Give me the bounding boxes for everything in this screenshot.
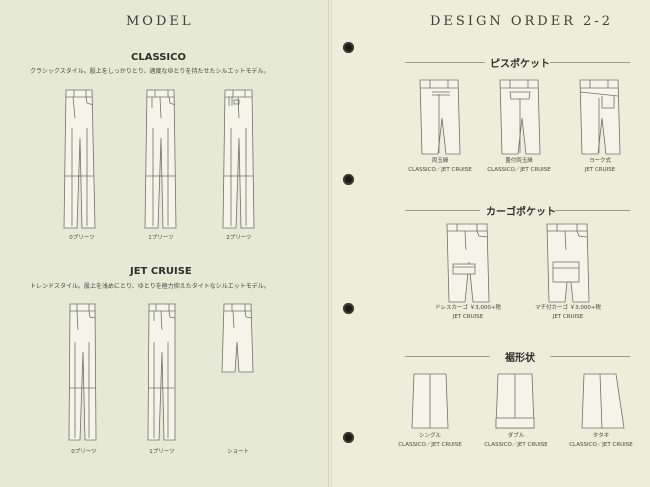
cargo-gusset-illustration xyxy=(546,223,590,303)
jet-cruise-title: JET CRUISE xyxy=(130,266,192,277)
section-rule xyxy=(550,356,630,357)
pocket-caption-1: 両玉縁 CLASSICO／JET CRUISE xyxy=(395,157,485,175)
trouser-2-pleat-illustration xyxy=(222,89,255,229)
binder-hole xyxy=(343,174,354,185)
hem-model: CLASSICO／JET CRUISE xyxy=(398,442,462,448)
pocket-name: 両玉縁 xyxy=(431,158,449,164)
cargo-title: カーゴポケット xyxy=(486,207,556,218)
hem-title: 裾形状 xyxy=(505,353,535,364)
pocket-model: CLASSICO／JET CRUISE xyxy=(487,167,551,173)
hem-model: CLASSICO／JET CRUISE xyxy=(484,442,548,448)
pocket-name: 蓋付両玉縁 xyxy=(505,158,533,164)
hem-caption-3: タタキ CLASSICO／JET CRUISE xyxy=(555,432,647,450)
pocket-name: ヨーク式 xyxy=(588,158,611,164)
pocket-caption-2: 蓋付両玉縁 CLASSICO／JET CRUISE xyxy=(474,157,564,175)
trouser-0-pleat-illustration xyxy=(63,89,96,229)
caption-classico-2: 2プリーツ xyxy=(226,235,252,241)
binder-hole xyxy=(343,42,354,53)
caption-jet-1: 1プリーツ xyxy=(149,449,175,455)
hem-tataki-illustration xyxy=(581,373,625,429)
pocket-yoke-illustration xyxy=(579,79,621,155)
pocket-model: CLASSICO／JET CRUISE xyxy=(408,167,472,173)
pocket-welt-illustration xyxy=(419,79,461,155)
binding-gutter xyxy=(328,0,332,487)
trouser-short-illustration xyxy=(221,303,254,373)
caption-classico-0: 0プリーツ xyxy=(69,235,95,241)
hem-single-illustration xyxy=(411,373,449,429)
hem-caption-2: ダブル CLASSICO／JET CRUISE xyxy=(470,432,562,450)
classico-title: CLASSICO xyxy=(131,52,186,63)
pockets-title: ピスポケット xyxy=(490,59,550,70)
hem-caption-1: シングル CLASSICO／JET CRUISE xyxy=(384,432,476,450)
section-rule xyxy=(550,62,630,63)
pocket-flap-welt-illustration xyxy=(499,79,541,155)
trouser-jet-1-pleat-illustration xyxy=(147,303,176,441)
design-order-header: DESIGN ORDER 2-2 xyxy=(430,14,614,29)
classico-description: クラシックスタイル。股上をしっかりとり、適度なゆとりを持たせたシルエットモデル。 xyxy=(30,68,270,75)
cargo-dress-illustration xyxy=(446,223,490,303)
section-rule xyxy=(405,356,490,357)
pocket-caption-3: ヨーク式 JET CRUISE xyxy=(560,157,640,175)
cargo-caption-1: ドレスカーゴ ￥3,000+税 JET CRUISE xyxy=(420,304,516,322)
hem-name: タタキ xyxy=(592,433,610,439)
hem-model: CLASSICO／JET CRUISE xyxy=(569,442,633,448)
section-rule xyxy=(405,62,485,63)
trouser-1-pleat-illustration xyxy=(144,89,177,229)
hem-double-illustration xyxy=(495,373,535,429)
cargo-name: マチ付カーゴ ￥3,000+税 xyxy=(534,305,602,311)
binder-hole xyxy=(343,303,354,314)
caption-classico-1: 1プリーツ xyxy=(148,235,174,241)
cargo-model: JET CRUISE xyxy=(452,314,484,320)
caption-jet-short: ショート xyxy=(226,449,249,455)
cargo-name: ドレスカーゴ ￥3,000+税 xyxy=(434,305,502,311)
model-header: MODEL xyxy=(126,14,194,29)
cargo-model: JET CRUISE xyxy=(552,314,584,320)
hem-name: シングル xyxy=(418,433,441,439)
binder-hole xyxy=(343,432,354,443)
hem-name: ダブル xyxy=(507,433,525,439)
section-rule xyxy=(555,210,630,211)
cargo-caption-2: マチ付カーゴ ￥3,000+税 JET CRUISE xyxy=(520,304,616,322)
caption-jet-0: 0プリーツ xyxy=(71,449,97,455)
trouser-jet-0-pleat-illustration xyxy=(68,303,97,441)
jet-cruise-description: トレンドスタイル。股上を浅めにとり、ゆとりを極力抑えたタイトなシルエットモデル。 xyxy=(30,283,270,290)
section-rule xyxy=(405,210,480,211)
pocket-model: JET CRUISE xyxy=(584,167,616,173)
